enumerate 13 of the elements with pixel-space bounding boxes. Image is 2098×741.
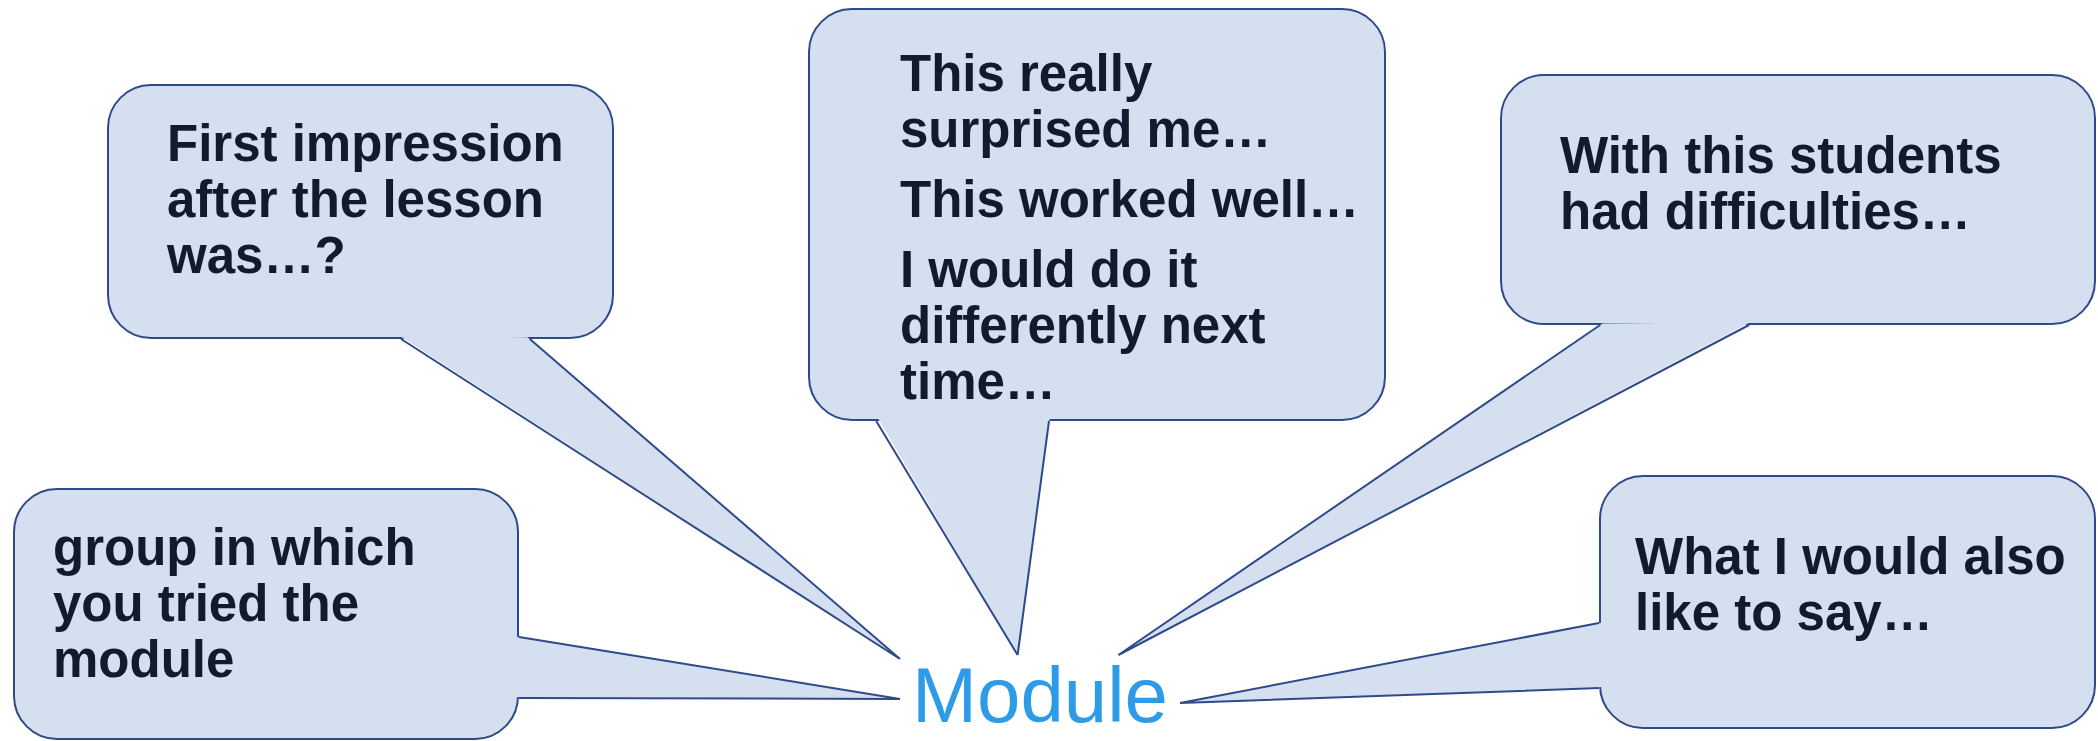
speech-bubble — [1500, 74, 2096, 325]
prompt-text: First impression after the lesson was…? — [167, 116, 565, 285]
speech-bubble — [808, 8, 1386, 421]
topic-label: Module — [912, 656, 1168, 734]
prompt-text: What I would also like to say… — [1635, 529, 2067, 642]
prompt-text: With this students had difficulties… — [1560, 128, 2003, 241]
prompt-text: This worked well… — [900, 172, 1361, 229]
prompt-text: group in which you tried the module — [53, 520, 417, 689]
prompt-text: I would do it differently next time… — [900, 242, 1267, 411]
prompt-text: This really surprised me… — [900, 46, 1273, 159]
speech-bubble — [13, 488, 519, 740]
speech-bubble — [1599, 475, 2096, 729]
speech-bubble — [107, 84, 614, 339]
